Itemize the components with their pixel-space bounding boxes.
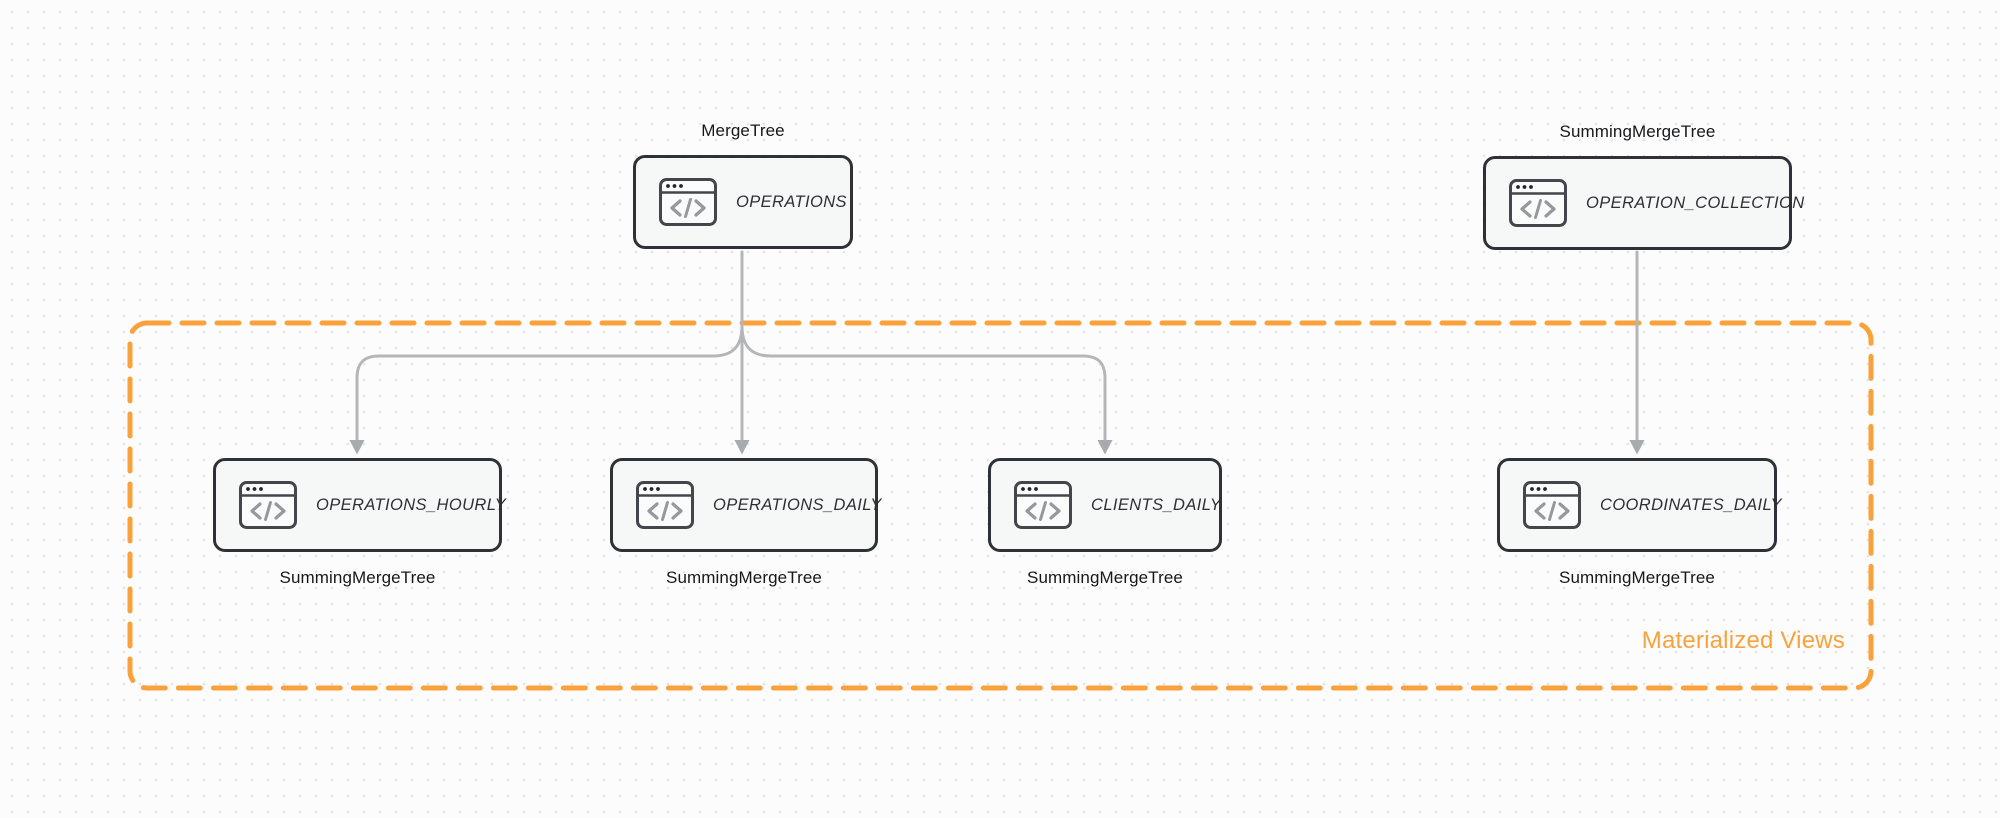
code-window-icon [1014, 481, 1072, 529]
node-box-clients-daily[interactable]: CLIENTS_DAILY [988, 458, 1222, 552]
engine-label: SummingMergeTree [666, 568, 822, 587]
node-coordinates-daily: COORDINATES_DAILY SummingMergeTree [1497, 458, 1782, 589]
node-box-operations-daily[interactable]: OPERATIONS_DAILY [610, 458, 881, 552]
node-operations: MergeTree OPERATIONS [633, 120, 853, 249]
code-window-icon [239, 481, 297, 529]
engine-label: MergeTree [701, 121, 785, 140]
node-title: OPERATIONS_HOURLY [316, 495, 507, 514]
node-operation-collection: SummingMergeTree OPERATION_COLLECTION [1483, 121, 1804, 250]
node-operations-hourly: OPERATIONS_HOURLY SummingMergeTree [213, 458, 506, 589]
edge-operations-to-operations-hourly [355, 250, 744, 442]
node-title: OPERATIONS_DAILY [713, 495, 882, 514]
code-window-icon [1523, 481, 1581, 529]
node-title: OPERATIONS [736, 192, 847, 211]
code-window-icon [1509, 179, 1567, 227]
engine-label: SummingMergeTree [279, 568, 436, 587]
edge-operations-to-clients-daily [740, 250, 1107, 442]
node-operations-daily: OPERATIONS_DAILY SummingMergeTree [610, 458, 881, 589]
node-box-operation-collection[interactable]: OPERATION_COLLECTION [1483, 156, 1804, 250]
node-clients-daily: CLIENTS_DAILY SummingMergeTree [988, 458, 1222, 589]
node-box-coordinates-daily[interactable]: COORDINATES_DAILY [1497, 458, 1782, 552]
node-title: OPERATION_COLLECTION [1586, 193, 1805, 212]
arrowhead-icon [734, 440, 750, 455]
node-title: COORDINATES_DAILY [1600, 495, 1782, 514]
node-box-operations[interactable]: OPERATIONS [633, 155, 853, 249]
node-box-operations-hourly[interactable]: OPERATIONS_HOURLY [213, 458, 506, 552]
engine-label: SummingMergeTree [1027, 568, 1183, 587]
arrowhead-icon [1097, 440, 1113, 455]
arrowhead-icon [349, 440, 365, 455]
code-window-icon [636, 481, 694, 529]
arrowhead-icon [1629, 440, 1645, 455]
materialized-views-group-label: Materialized Views [1641, 627, 1845, 654]
engine-label: SummingMergeTree [1559, 122, 1716, 141]
code-window-icon [659, 178, 717, 226]
engine-label: SummingMergeTree [1559, 568, 1715, 587]
node-title: CLIENTS_DAILY [1091, 495, 1222, 514]
